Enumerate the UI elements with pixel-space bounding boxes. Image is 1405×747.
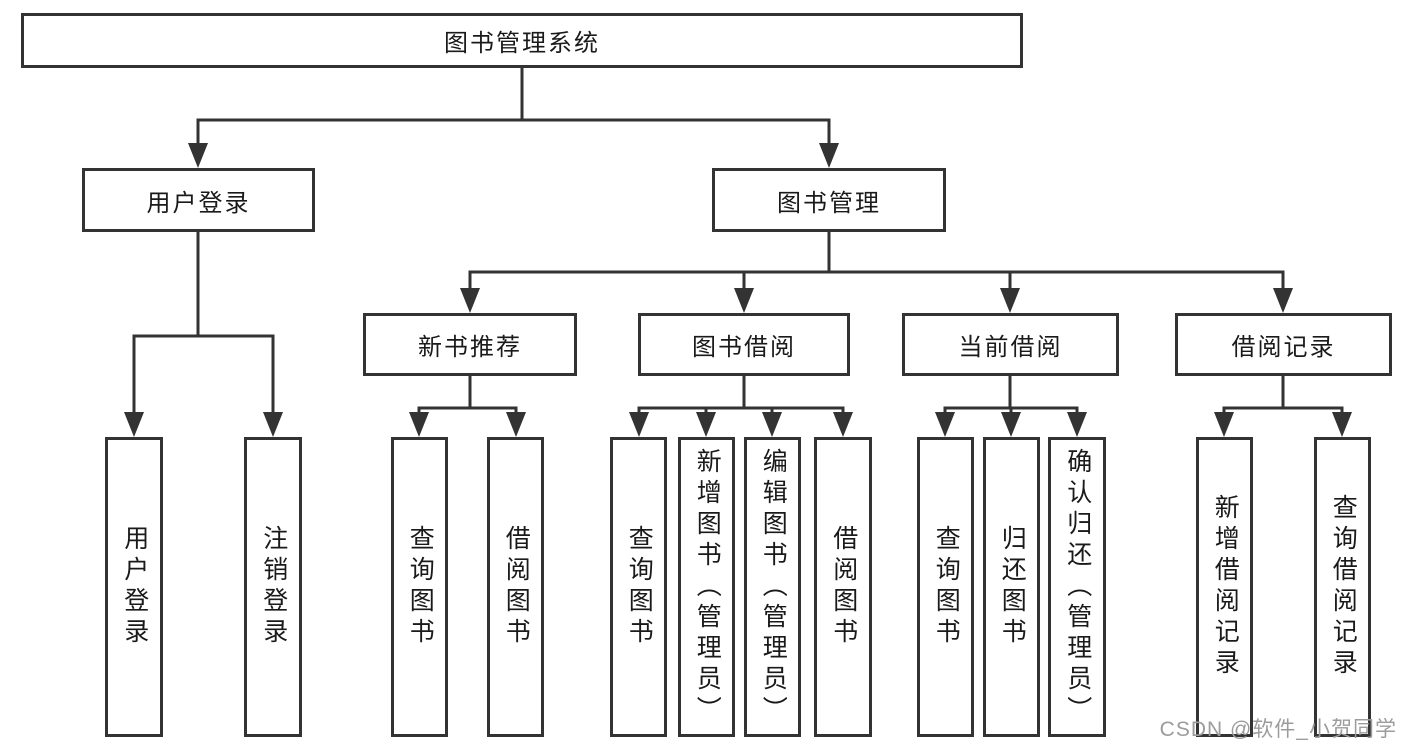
leaf-label: 借阅图书	[829, 525, 858, 649]
arrow-down-icon	[1067, 412, 1087, 437]
arrow-down-icon	[188, 143, 208, 168]
leaf-label: 用户登录	[120, 525, 149, 649]
arrow-down-icon	[1000, 288, 1020, 313]
node-new-book-recommend: 新书推荐	[363, 313, 577, 376]
arrow-down-icon	[629, 412, 649, 437]
arrow-down-icon	[734, 288, 754, 313]
node-book-management: 图书管理	[712, 168, 946, 232]
leaf-add-book-admin: 新增图书（管理员）	[678, 437, 735, 737]
leaf-confirm-return-admin: 确认归还（管理员）	[1048, 437, 1106, 737]
tree-edges	[132, 66, 1344, 416]
node-current-borrow: 当前借阅	[902, 313, 1119, 376]
arrowheads	[124, 143, 1352, 437]
leaf-label: 查询借阅记录	[1329, 494, 1358, 680]
leaf-query-borrow-record: 查询借阅记录	[1314, 437, 1371, 737]
arrow-down-icon	[819, 143, 839, 168]
arrow-down-icon	[409, 412, 429, 437]
node-book-borrow: 图书借阅	[638, 313, 850, 376]
arrow-down-icon	[833, 412, 853, 437]
arrow-down-icon	[1001, 412, 1021, 437]
leaf-label: 查询图书	[406, 525, 435, 649]
arrow-down-icon	[1332, 412, 1352, 437]
leaf-label: 新增借阅记录	[1211, 494, 1240, 680]
arrow-down-icon	[263, 412, 283, 437]
arrow-down-icon	[506, 412, 526, 437]
leaf-add-borrow-record: 新增借阅记录	[1196, 437, 1253, 737]
leaf-return-book: 归还图书	[983, 437, 1040, 737]
leaf-logout: 注销登录	[244, 437, 302, 737]
leaf-borrow-books-1: 借阅图书	[487, 437, 544, 737]
arrow-down-icon	[762, 412, 782, 437]
arrow-down-icon	[935, 412, 955, 437]
leaf-label: 注销登录	[259, 525, 288, 649]
watermark: CSDN @软件_小贺同学	[1159, 718, 1397, 741]
leaf-query-books-3: 查询图书	[917, 437, 974, 737]
leaf-label: 编辑图书（管理员）	[759, 447, 788, 727]
leaf-borrow-books-2: 借阅图书	[814, 437, 872, 737]
leaf-label: 归还图书	[998, 525, 1027, 649]
arrow-down-icon	[1214, 412, 1234, 437]
leaf-query-books-2: 查询图书	[610, 437, 667, 737]
arrow-down-icon	[696, 412, 716, 437]
leaf-label: 查询图书	[625, 525, 654, 649]
leaf-user-login: 用户登录	[105, 437, 163, 737]
node-user-login: 用户登录	[82, 168, 315, 232]
leaf-label: 确认归还（管理员）	[1063, 447, 1092, 727]
node-borrow-records: 借阅记录	[1175, 313, 1392, 376]
leaf-edit-book-admin: 编辑图书（管理员）	[744, 437, 801, 737]
leaf-label: 查询图书	[932, 525, 961, 649]
node-root: 图书管理系统	[21, 13, 1023, 68]
arrow-down-icon	[124, 412, 144, 437]
arrow-down-icon	[1273, 288, 1293, 313]
leaf-label: 新增图书（管理员）	[693, 447, 722, 727]
arrow-down-icon	[460, 288, 480, 313]
leaf-query-books-1: 查询图书	[391, 437, 448, 737]
leaf-label: 借阅图书	[502, 525, 531, 649]
